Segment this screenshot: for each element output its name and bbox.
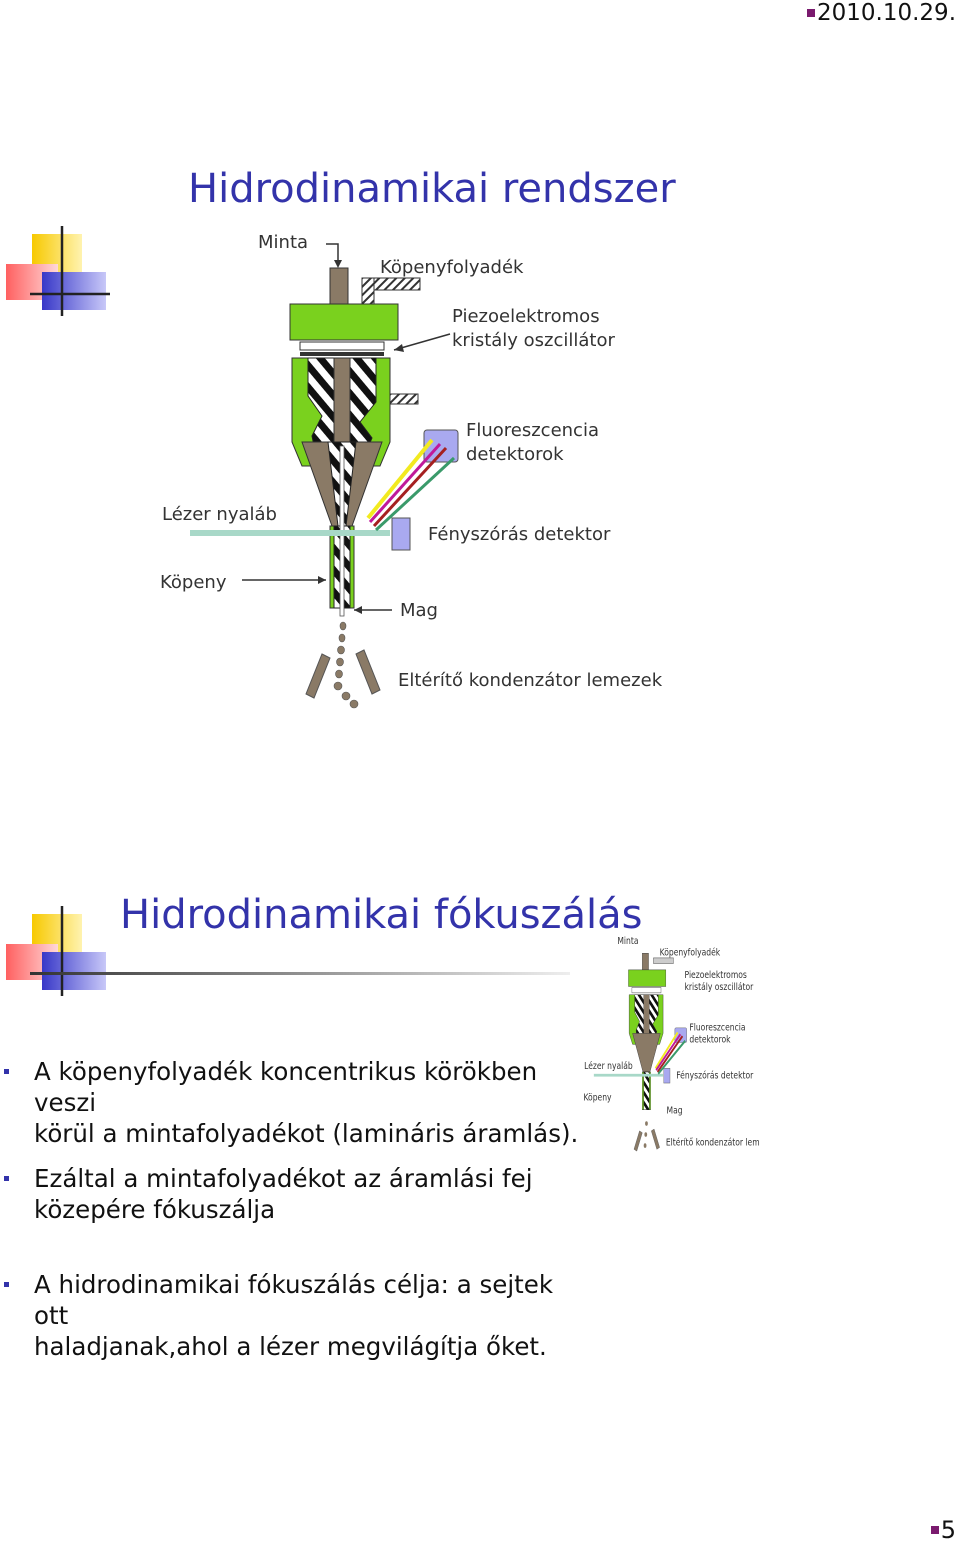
label-piezo-2: kristály oszcillátor — [452, 330, 616, 351]
label-mag: Mag — [400, 600, 438, 621]
bullet-item: A köpenyfolyadék koncentrikus körökben v… — [0, 1056, 594, 1149]
label-piezo-1: Piezoelektromos — [452, 306, 600, 327]
bullet-item: A hidrodinamikai fókuszálás célja: a sej… — [0, 1269, 594, 1362]
small-label-fluor-1: Fluoreszcencia — [689, 1023, 745, 1034]
bullet-marker-icon — [4, 1176, 9, 1181]
label-kopeny: Köpeny — [160, 572, 227, 593]
small-label-piezo-1: Piezoelektromos — [685, 970, 748, 981]
small-label-lezer: Lézer nyaláb — [584, 1060, 633, 1072]
header-date: 2010.10.29. — [807, 0, 956, 26]
small-label-kopeny: Köpeny — [583, 1093, 612, 1104]
date-text: 2010.10.29. — [817, 0, 956, 26]
slide1-deco-icon — [6, 226, 110, 316]
label-fenyszoras: Fényszórás detektor — [428, 524, 611, 545]
bullet-line: A hidrodinamikai fókuszálás célja: a sej… — [34, 1270, 554, 1330]
page-bullet-icon — [930, 1526, 939, 1534]
small-label-kopenyfolyadek: Köpenyfolyadék — [660, 947, 721, 959]
slide1-title: Hidrodinamikai rendszer — [188, 166, 676, 212]
label-fluor-2: detektorok — [466, 444, 564, 465]
small-label-fluor-2: detektorok — [689, 1035, 731, 1046]
bullet-line: körül a mintafolyadékot (lamináris áraml… — [34, 1119, 579, 1148]
label-kopenyfolyadek: Köpenyfolyadék — [380, 257, 524, 278]
bullet-marker-icon — [4, 1282, 9, 1287]
small-label-fenyszoras: Fényszórás detektor — [676, 1069, 753, 1081]
page-number-text: 5 — [940, 1516, 956, 1544]
flow-cytometer-diagram: Minta Köpenyfolyadék Piezoelektromos kri… — [160, 232, 663, 709]
page-number: 5 — [930, 1516, 956, 1544]
bullet-item: Ezáltal a mintafolyadékot az áramlási fe… — [0, 1163, 594, 1225]
flow-cytometer-diagram-small: Minta Köpenyfolyadék Piezoelektromos kri… — [583, 936, 760, 1152]
date-bullet-icon — [807, 9, 815, 17]
label-elterito: Eltérítő kondenzátor lemezek — [398, 670, 663, 691]
bullet-line: Ezáltal a mintafolyadékot az áramlási fe… — [34, 1164, 533, 1193]
label-fluor-1: Fluoreszcencia — [466, 420, 599, 441]
small-label-minta: Minta — [617, 936, 638, 947]
bullet-line: haladjanak,ahol a lézer megvilágítja őke… — [34, 1332, 547, 1361]
small-label-piezo-2: kristály oszcillátor — [685, 982, 754, 993]
label-minta: Minta — [258, 232, 308, 253]
slide2-title: Hidrodinamikai fókuszálás — [120, 892, 643, 938]
bullet-line: A köpenyfolyadék koncentrikus körökben v… — [34, 1057, 538, 1117]
bullet-marker-icon — [4, 1069, 9, 1074]
slide2-deco-icon — [6, 906, 570, 996]
bullet-line: közepére fókuszálja — [34, 1195, 276, 1224]
small-label-mag: Mag — [667, 1105, 683, 1116]
small-label-elterito: Eltérítő kondenzátor lemezek — [666, 1137, 760, 1149]
label-lezer: Lézer nyaláb — [162, 504, 277, 525]
